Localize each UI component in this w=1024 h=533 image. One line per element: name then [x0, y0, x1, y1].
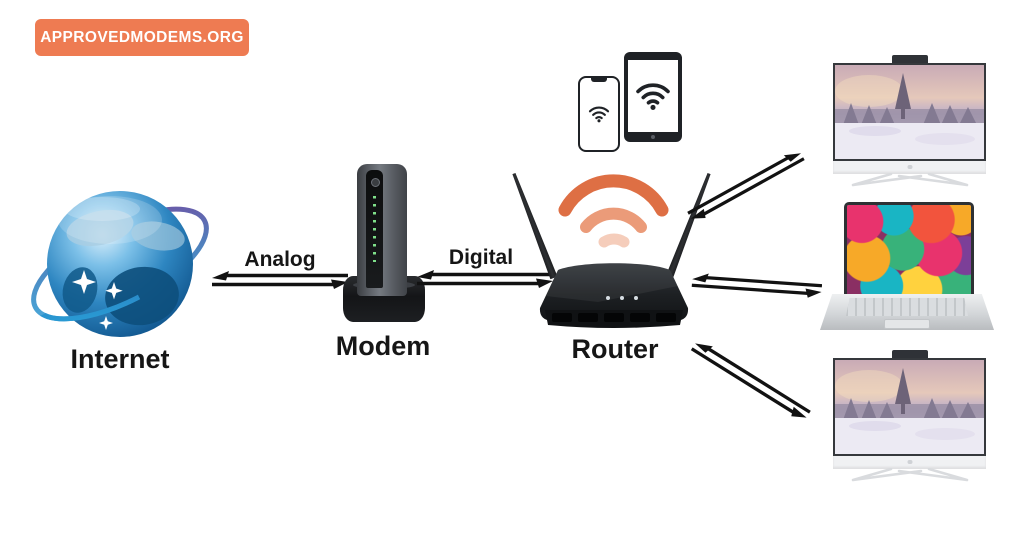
modem-led-lights	[373, 196, 376, 262]
router-monitor-top-double-arrow-icon	[687, 153, 805, 219]
analog-label: Analog	[244, 248, 316, 271]
site-badge-label: APPROVEDMODEMS.ORG	[40, 28, 244, 46]
site-badge: APPROVEDMODEMS.ORG	[35, 19, 249, 56]
wifi-waves-icon	[558, 174, 669, 248]
router-laptop-double-arrow-icon	[691, 273, 823, 298]
monitor-screen	[833, 63, 986, 161]
monitor-icon	[827, 350, 992, 482]
webcam-icon	[891, 55, 928, 65]
winter-wallpaper	[835, 65, 984, 159]
monitor-screen	[833, 358, 986, 456]
webcam-icon	[891, 350, 928, 360]
laptop-keyboard	[846, 298, 968, 316]
modem-label: Modem	[335, 331, 431, 361]
router-icon	[539, 263, 689, 328]
digital-label: Digital	[448, 246, 514, 269]
monitor-logo	[907, 165, 912, 169]
winter-wallpaper	[835, 360, 984, 454]
wifi-icon	[636, 83, 670, 110]
globe-icon	[31, 191, 209, 337]
laptop-screen	[844, 202, 974, 300]
tablet-icon	[624, 52, 682, 142]
router-label: Router	[571, 334, 659, 364]
wifi-icon	[588, 106, 610, 123]
modem-router-double-arrow-icon	[417, 270, 553, 288]
monitor-icon	[827, 55, 992, 187]
tablet-home-button	[651, 134, 655, 139]
internet-modem-double-arrow-icon	[212, 271, 348, 289]
umbrella-wallpaper	[847, 205, 971, 297]
monitor-logo	[907, 460, 912, 464]
internet-label: Internet	[70, 344, 170, 374]
modem-logo	[371, 178, 380, 187]
laptop-touchpad	[884, 319, 930, 329]
smartphone-icon	[578, 76, 620, 152]
laptop-base	[820, 294, 994, 330]
modem-front-panel	[366, 170, 383, 288]
phone-notch	[591, 77, 607, 82]
sparkle-stars	[72, 270, 123, 330]
modem-icon	[357, 164, 407, 296]
monitor-stand	[851, 468, 969, 482]
laptop-icon	[818, 200, 996, 334]
router-monitor-bottom-double-arrow-icon	[690, 343, 811, 418]
tablet-screen	[628, 60, 678, 132]
monitor-stand	[851, 173, 969, 187]
